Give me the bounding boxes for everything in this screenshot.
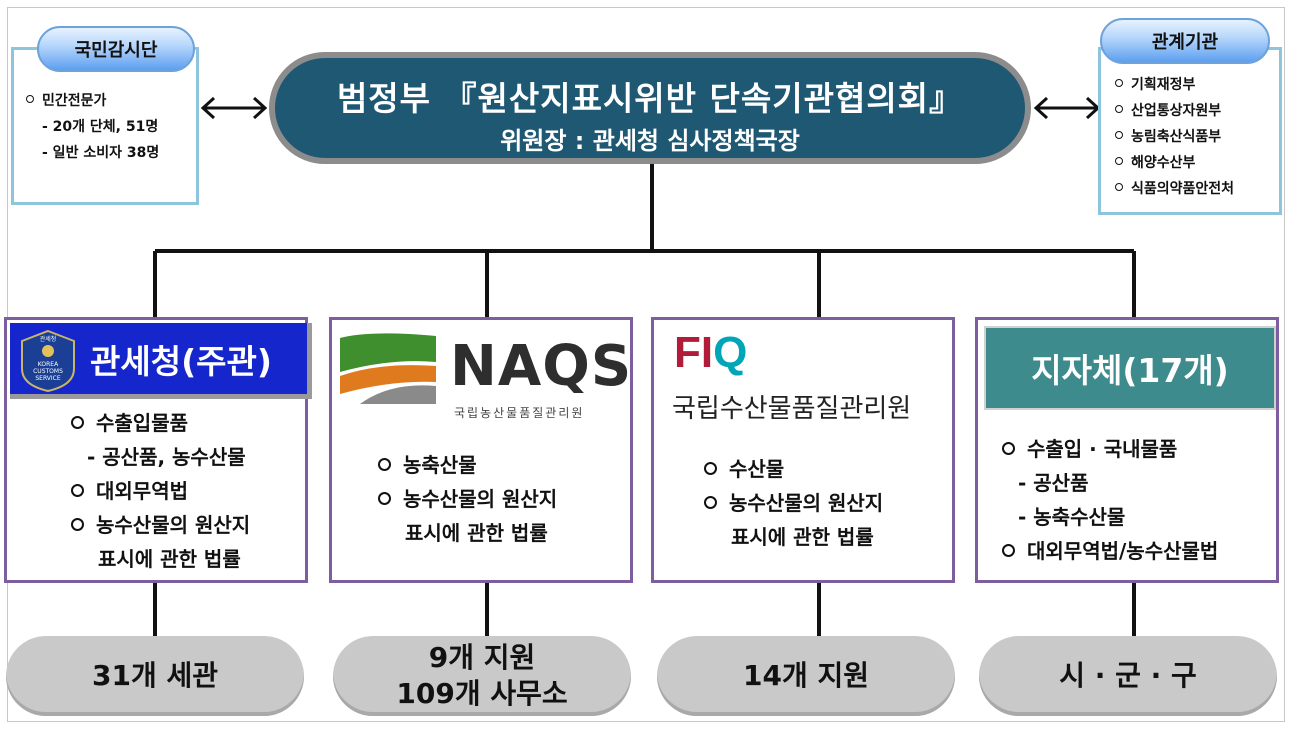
bullet-icon (378, 492, 391, 505)
local-item-3: 대외무역법/농수산물법 (1002, 534, 1218, 568)
svg-text:CUSTOMS: CUSTOMS (33, 368, 63, 375)
branch-fiq-line-0: 14개 지원 (743, 659, 869, 692)
agencies-item-2: 농림축산식품부 (1115, 124, 1234, 150)
kcs-item-4: 표시에 관한 법률 (98, 547, 241, 571)
bullet-icon (1115, 157, 1123, 165)
agencies-list: 기획재정부 산업통상자원부 농림축산식품부 해양수산부 식품의약품안전처 (1115, 72, 1234, 202)
bullet-icon (1115, 105, 1123, 113)
citizens-item-0: 민간전문가 (26, 88, 159, 114)
citizens-list: 민간전문가 - 20개 단체, 51명 - 일반 소비자 38명 (26, 88, 159, 166)
naqs-logo-subtitle: 국립농산물품질관리원 (454, 406, 585, 420)
kcs-item-2: 대외무역법 (71, 474, 250, 508)
citizens-box: 민간전문가 - 20개 단체, 51명 - 일반 소비자 38명 (11, 47, 199, 205)
council-chair: 위원장 : 관세청 심사정책국장 (500, 127, 800, 155)
council-box: 범정부 『원산지표시위반 단속기관협의회』 위원장 : 관세청 심사정책국장 (269, 52, 1031, 164)
branch-pill-naqs: 9개 지원 109개 사무소 (333, 636, 631, 716)
branch-pill-fiq: 14개 지원 (657, 636, 955, 716)
bullet-icon (1115, 79, 1123, 87)
bullet-icon (1115, 183, 1123, 191)
council-title: 범정부 『원산지표시위반 단속기관협의회』 (336, 79, 964, 118)
fiq-item-2: 표시에 관한 법률 (731, 525, 874, 549)
naqs-item-0: 농축산물 (378, 448, 557, 482)
branch-kcs-line-0: 31개 세관 (92, 659, 218, 692)
branch-local-line-0: 시 · 군 · 구 (1059, 659, 1197, 692)
naqs-item-1: 농수산물의 원산지 (378, 482, 557, 516)
fiq-logo: FIQ (674, 328, 748, 377)
bullet-icon (378, 458, 391, 471)
local-list: 수출입 · 국내물품 - 공산품 - 농축수산물 대외무역법/농수산물법 (1002, 432, 1218, 568)
fiq-item-0: 수산물 (704, 452, 883, 486)
kcs-badge-icon: 관세청 KOREA CUSTOMS SERVICE (21, 329, 75, 393)
local-header: 지자체(17개) (984, 326, 1276, 410)
org-fiq: FIQ 국립수산물품질관리원 수산물 농수산물의 원산지 표시에 관한 법률 (651, 317, 955, 583)
org-naqs: NAQS 국립농산물품질관리원 농축산물 농수산물의 원산지 표시에 관한 법률 (329, 317, 633, 583)
svg-text:관세청: 관세청 (40, 335, 57, 343)
branch-naqs-line-1: 109개 사무소 (396, 677, 568, 710)
fiq-name: 국립수산물품질관리원 (672, 394, 912, 424)
double-arrow-right (1033, 96, 1101, 120)
bullet-icon (704, 462, 717, 475)
bullet-icon (71, 518, 84, 531)
bullet-icon (26, 95, 34, 103)
svg-text:SERVICE: SERVICE (35, 375, 61, 382)
bullet-icon (1002, 442, 1015, 455)
fiq-item-1: 농수산물의 원산지 (704, 486, 883, 520)
bullet-icon (71, 484, 84, 497)
bullet-icon (1002, 544, 1015, 557)
org-local: 지자체(17개) 수출입 · 국내물품 - 공산품 - 농축수산물 대외무역법/… (975, 317, 1279, 583)
naqs-item-2: 표시에 관한 법률 (405, 521, 548, 545)
agencies-tab: 관계기관 (1100, 18, 1270, 64)
branch-pill-kcs: 31개 세관 (6, 636, 304, 716)
naqs-logo-icon (340, 333, 436, 404)
kcs-item-1: - 공산품, 농수산물 (87, 445, 246, 469)
agencies-item-4: 식품의약품안전처 (1115, 176, 1234, 202)
fiq-list: 수산물 농수산물의 원산지 표시에 관한 법률 (704, 452, 883, 554)
local-item-1: - 공산품 (1018, 471, 1089, 495)
kcs-list: 수출입물품 - 공산품, 농수산물 대외무역법 농수산물의 원산지 표시에 관한… (71, 406, 250, 576)
naqs-list: 농축산물 농수산물의 원산지 표시에 관한 법률 (378, 448, 557, 550)
branch-naqs-line-0: 9개 지원 (428, 641, 536, 674)
local-item-2: - 농축수산물 (1018, 505, 1126, 529)
kcs-header: 관세청 KOREA CUSTOMS SERVICE 관세청(주관) (10, 323, 312, 399)
bullet-icon (704, 496, 717, 509)
agencies-item-0: 기획재정부 (1115, 72, 1234, 98)
citizens-item-2: - 일반 소비자 38명 (42, 145, 160, 161)
double-arrow-left (200, 96, 268, 120)
agencies-box: 기획재정부 산업통상자원부 농림축산식품부 해양수산부 식품의약품안전처 (1098, 47, 1282, 215)
org-kcs: 관세청 KOREA CUSTOMS SERVICE 관세청(주관) 수출입물품 … (4, 317, 312, 583)
bullet-icon (1115, 131, 1123, 139)
naqs-logo-text: NAQS (450, 334, 633, 399)
local-item-0: 수출입 · 국내물품 (1002, 432, 1218, 466)
agencies-item-3: 해양수산부 (1115, 150, 1234, 176)
citizens-item-1: - 20개 단체, 51명 (42, 119, 159, 135)
bullet-icon (71, 416, 84, 429)
kcs-item-0: 수출입물품 (71, 406, 250, 440)
citizens-tab: 국민감시단 (37, 26, 195, 72)
branch-pill-local: 시 · 군 · 구 (979, 636, 1277, 716)
agencies-item-1: 산업통상자원부 (1115, 98, 1234, 124)
kcs-title: 관세청(주관) (90, 342, 272, 381)
svg-text:KOREA: KOREA (38, 361, 59, 368)
kcs-item-3: 농수산물의 원산지 (71, 508, 250, 542)
